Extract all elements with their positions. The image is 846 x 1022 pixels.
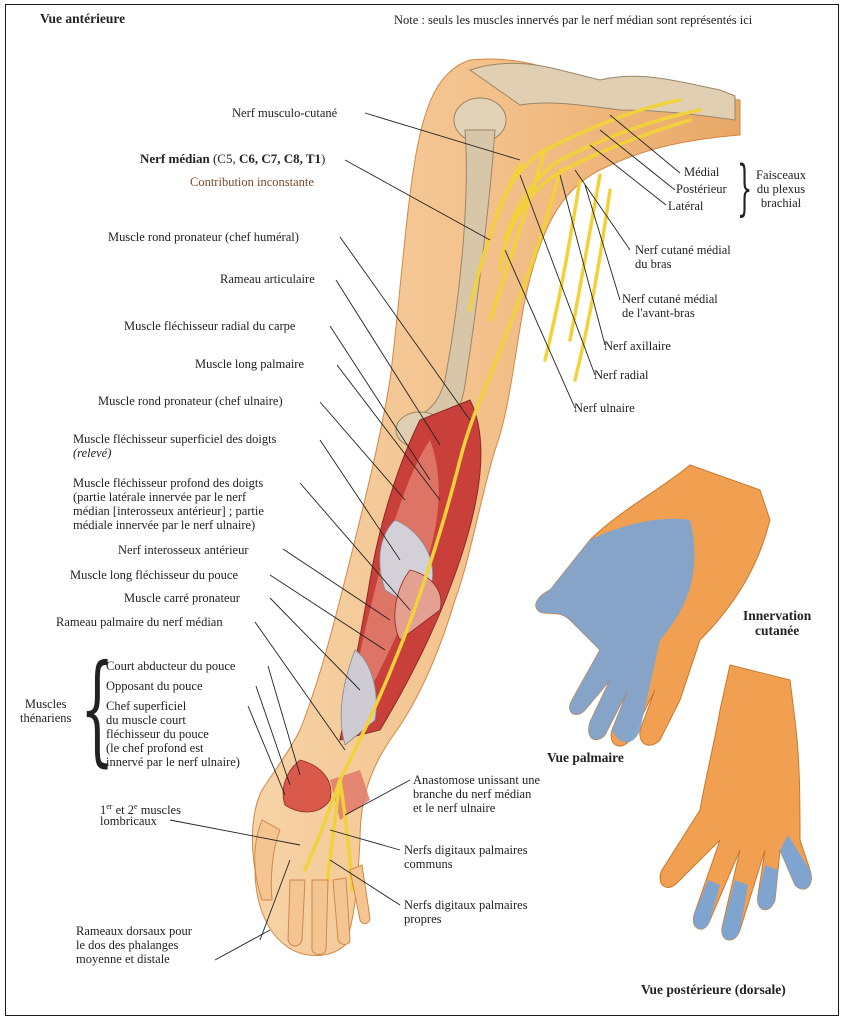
label-anastomose: Anastomose unissant une branche du nerf … — [413, 773, 540, 815]
label-flechisseur-radial-carpe: Muscle fléchisseur radial du carpe — [124, 319, 295, 333]
label-nerf-radial: Nerf radial — [594, 368, 648, 382]
label-lombricaux-line2: lombricaux — [100, 814, 157, 828]
label-rameau-palmaire: Rameau palmaire du nerf médian — [56, 615, 223, 629]
label-nerf-ulnaire: Nerf ulnaire — [574, 401, 635, 415]
label-lateral: Latéral — [668, 199, 703, 213]
inset-vue-posterieure: Vue postérieure (dorsale) — [641, 983, 786, 997]
label-nerf-median: Nerf médian (C5, C6, C7, C8, T1) — [140, 152, 325, 166]
label-chef-superficiel: Chef superficiel du muscle court fléchis… — [106, 699, 240, 769]
label-flechisseur-superficiel: Muscle fléchisseur superficiel des doigt… — [73, 432, 276, 446]
inset-innervation-title: Innervation cutanée — [743, 608, 811, 638]
faisceaux-brace: } — [737, 158, 752, 218]
label-nerf-musculocutane: Nerf musculo-cutané — [232, 106, 337, 120]
inset-vue-palmaire: Vue palmaire — [547, 751, 624, 765]
label-long-flechisseur-pouce: Muscle long fléchisseur du pouce — [70, 568, 238, 582]
nerf-median-roots-bold: C6, C7, C8, T1 — [239, 151, 321, 166]
label-releve: (relevé) — [73, 446, 111, 460]
label-contribution-inconstante: Contribution inconstante — [190, 175, 314, 189]
nerf-median-roots-open: (C5, — [210, 151, 239, 166]
dorsal-hand — [660, 665, 811, 940]
view-title: Vue antérieure — [40, 12, 125, 26]
label-opposant: Opposant du pouce — [106, 679, 203, 693]
label-medial: Médial — [684, 165, 719, 179]
label-rond-pronateur-humeral: Muscle rond pronateur (chef huméral) — [108, 230, 299, 244]
label-long-palmaire: Muscle long palmaire — [195, 357, 304, 371]
label-digitaux-communs: Nerfs digitaux palmaires communs — [404, 843, 528, 871]
label-faisceaux: Faisceaux du plexus brachial — [756, 168, 806, 210]
label-cutane-bras: Nerf cutané médial du bras — [635, 243, 731, 271]
label-rond-pronateur-ulnaire: Muscle rond pronateur (chef ulnaire) — [98, 394, 283, 408]
label-digitaux-propres: Nerfs digitaux palmaires propres — [404, 898, 528, 926]
nerf-median-name: Nerf médian — [140, 151, 210, 166]
label-muscles-thenariens: Muscles thénariens — [20, 697, 71, 725]
nerf-median-roots-close: ) — [321, 151, 325, 166]
label-cutane-avant-bras: Nerf cutané médial de l'avant-bras — [622, 292, 718, 320]
figure-note: Note : seuls les muscles innervés par le… — [394, 13, 752, 27]
label-posterieur: Postérieur — [676, 182, 727, 196]
label-court-abducteur: Court abducteur du pouce — [106, 659, 235, 673]
label-nerf-axillaire: Nerf axillaire — [604, 339, 671, 353]
label-rameaux-dorsaux: Rameaux dorsaux pour le dos des phalange… — [76, 924, 192, 966]
label-flechisseur-profond: Muscle fléchisseur profond des doigts (p… — [73, 476, 264, 532]
label-rameau-articulaire: Rameau articulaire — [220, 272, 315, 286]
label-carre-pronateur: Muscle carré pronateur — [124, 591, 240, 605]
label-nerf-interosseux-anterieur: Nerf interosseux antérieur — [118, 543, 249, 557]
